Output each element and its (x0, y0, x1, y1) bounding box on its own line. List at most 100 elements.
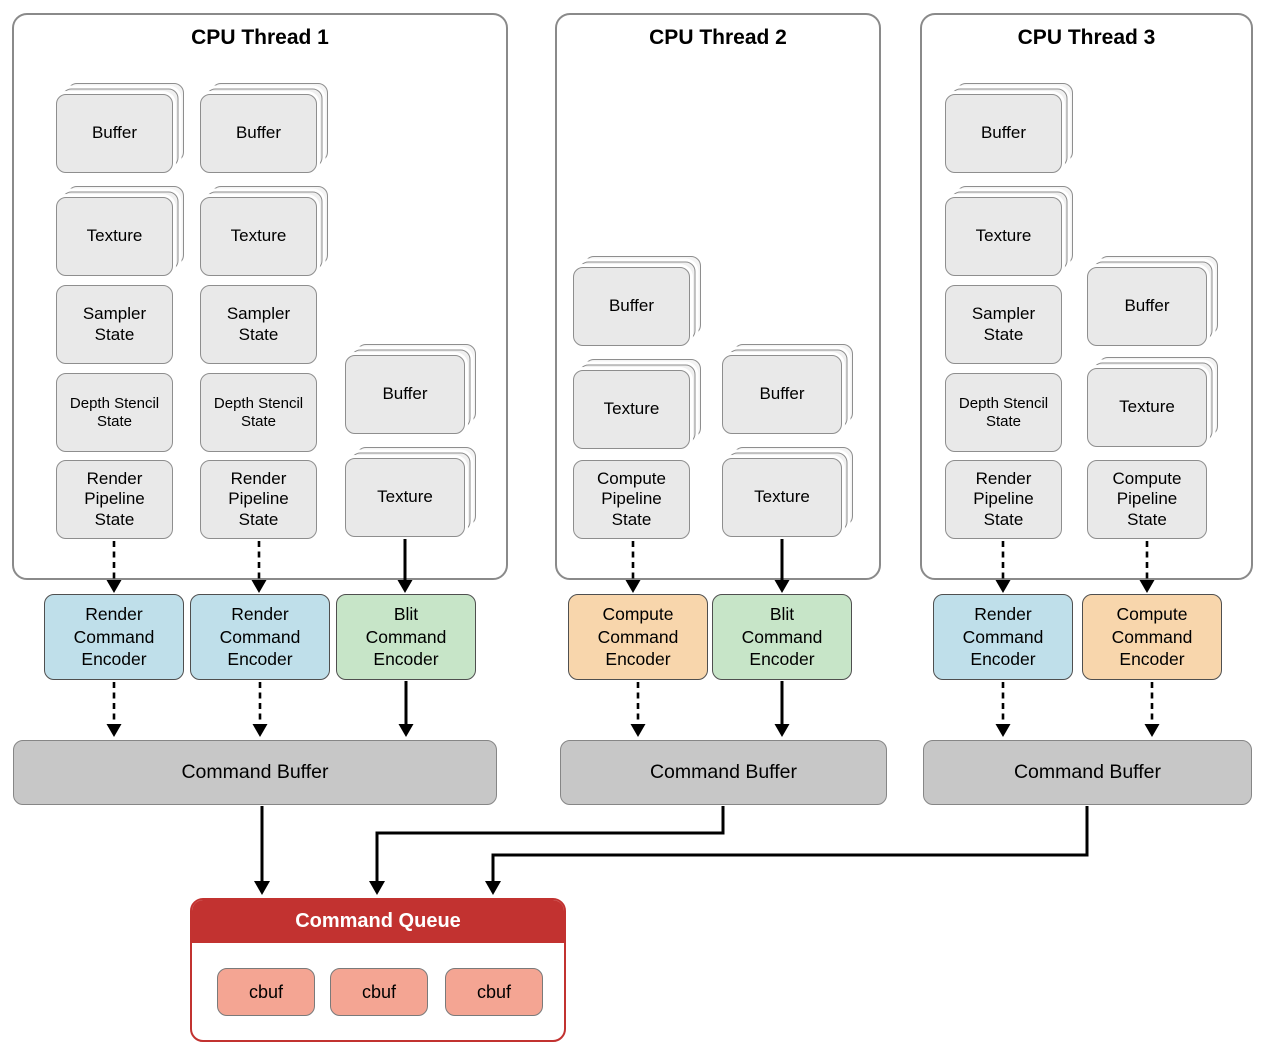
cbuf-label: cbuf (361, 981, 397, 1002)
cbuf-label: cbuf (476, 981, 512, 1002)
card-label: Sampler State (200, 285, 317, 364)
card-depth-stencil-state: Depth Stencil State (945, 373, 1062, 452)
card-label-text: Texture (230, 226, 287, 246)
encoder-label: Compute Command Encoder (597, 604, 679, 670)
card-label-text: Buffer (1124, 296, 1170, 316)
card-texture: Texture (345, 447, 476, 537)
card-label: Compute Pipeline State (1087, 460, 1207, 539)
card-depth-stencil-state: Depth Stencil State (56, 373, 173, 452)
card-label: Buffer (56, 94, 173, 173)
card-label: Depth Stencil State (200, 373, 317, 452)
command-buffer-label: Command Buffer (181, 761, 329, 783)
card-texture: Texture (945, 186, 1073, 276)
card-buffer: Buffer (1087, 256, 1218, 346)
encoder-label: Render Command Encoder (73, 604, 155, 670)
card-label-text: Buffer (235, 123, 282, 143)
card-label: Render Pipeline State (945, 460, 1062, 539)
card-depth-stencil-state: Depth Stencil State (200, 373, 317, 452)
card-buffer: Buffer (56, 83, 184, 173)
card-label: Render Pipeline State (56, 460, 173, 539)
card-label: Texture (1087, 368, 1207, 447)
card-label: Depth Stencil State (56, 373, 173, 452)
blit-command-encoder: Blit Command Encoder (712, 594, 852, 680)
card-texture: Texture (1087, 357, 1218, 447)
card-buffer: Buffer (345, 344, 476, 434)
card-label-text: Texture (377, 487, 433, 507)
card-label: Buffer (945, 94, 1062, 173)
card-label-text: Render Pipeline State (973, 469, 1034, 529)
card-label-text: Sampler State (226, 304, 291, 344)
card-label-text: Sampler State (82, 304, 147, 344)
command-queue-title: Command Queue (295, 910, 461, 932)
card-render-pipeline-state: Render Pipeline State (945, 460, 1062, 539)
card-label: Texture (345, 458, 465, 537)
card-label: Texture (945, 197, 1062, 276)
card-label-text: Texture (603, 399, 660, 419)
card-sampler-state: Sampler State (945, 285, 1062, 364)
card-render-pipeline-state: Render Pipeline State (200, 460, 317, 539)
encoder-label: Blit Command Encoder (365, 604, 447, 670)
cbuf-item: cbuf (445, 968, 543, 1016)
command-buffer-2: Command Buffer (560, 740, 887, 805)
card-label: Render Pipeline State (200, 460, 317, 539)
command-buffer-label: Command Buffer (649, 761, 798, 783)
command-buffer-label: Command Buffer (1013, 761, 1162, 783)
card-label-text: Sampler State (971, 304, 1036, 344)
render-command-encoder: Render Command Encoder (44, 594, 184, 680)
render-command-encoder: Render Command Encoder (933, 594, 1073, 680)
compute-command-encoder: Compute Command Encoder (1082, 594, 1222, 680)
card-label-text: Render Pipeline State (84, 469, 145, 529)
card-label-text: Texture (754, 487, 810, 507)
command-buffer-3: Command Buffer (923, 740, 1252, 805)
render-command-encoder: Render Command Encoder (190, 594, 330, 680)
card-label: Sampler State (56, 285, 173, 364)
encoder-label: Blit Command Encoder (741, 604, 823, 670)
card-compute-pipeline-state: Compute Pipeline State (1087, 460, 1207, 539)
command-buffer-1: Command Buffer (13, 740, 497, 805)
card-texture: Texture (56, 186, 184, 276)
buffer-to-queue-arrows (254, 806, 1089, 895)
card-label-text: Compute Pipeline State (597, 469, 666, 529)
card-buffer: Buffer (945, 83, 1073, 173)
card-sampler-state: Sampler State (56, 285, 173, 364)
cpu-thread-1-title: CPU Thread 1 (191, 26, 329, 49)
card-texture: Texture (200, 186, 328, 276)
command-queue: Command Queue cbuf cbuf cbuf (190, 898, 566, 1042)
compute-command-encoder: Compute Command Encoder (568, 594, 708, 680)
cbuf-item: cbuf (330, 968, 428, 1016)
card-label-text: Buffer (91, 123, 138, 143)
card-label-text: Buffer (608, 296, 655, 316)
card-label-text: Render Pipeline State (228, 469, 289, 529)
command-queue-header: Command Queue (192, 900, 564, 943)
card-label-text: Buffer (980, 123, 1027, 143)
card-label: Buffer (573, 267, 690, 346)
card-label-text: Compute Pipeline State (1112, 469, 1182, 529)
card-buffer: Buffer (573, 256, 701, 346)
card-texture: Texture (722, 447, 853, 537)
card-buffer: Buffer (722, 344, 853, 434)
card-sampler-state: Sampler State (200, 285, 317, 364)
card-label: Buffer (345, 355, 465, 434)
card-texture: Texture (573, 359, 701, 449)
card-label-text: Texture (1119, 397, 1175, 417)
card-label-text: Depth Stencil State (958, 394, 1049, 430)
cbuf-label: cbuf (248, 981, 284, 1002)
card-label-text: Depth Stencil State (69, 394, 160, 430)
card-buffer: Buffer (200, 83, 328, 173)
encoder-label: Render Command Encoder (219, 604, 301, 670)
blit-command-encoder: Blit Command Encoder (336, 594, 476, 680)
card-label-text: Depth Stencil State (213, 394, 304, 430)
encoder-to-buffer-arrows (106, 681, 1160, 737)
card-label-text: Texture (86, 226, 143, 246)
cpu-thread-2-title: CPU Thread 2 (649, 26, 787, 49)
card-render-pipeline-state: Render Pipeline State (56, 460, 173, 539)
card-label: Sampler State (945, 285, 1062, 364)
encoder-label: Render Command Encoder (962, 604, 1044, 670)
card-label: Texture (56, 197, 173, 276)
card-label-text: Buffer (759, 384, 805, 404)
card-label: Texture (573, 370, 690, 449)
card-label: Compute Pipeline State (573, 460, 690, 539)
cbuf-item: cbuf (217, 968, 315, 1016)
card-label: Texture (722, 458, 842, 537)
